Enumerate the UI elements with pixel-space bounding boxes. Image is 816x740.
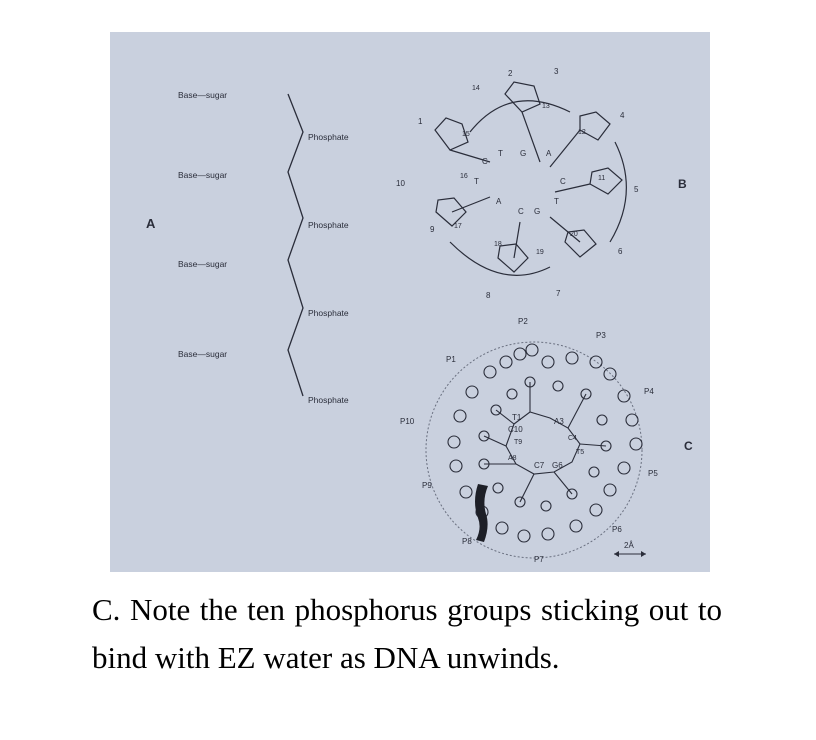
svg-text:6: 6 (618, 247, 623, 256)
svg-text:C: C (560, 177, 566, 186)
svg-text:P2: P2 (518, 317, 528, 326)
svg-text:P7: P7 (534, 555, 544, 564)
svg-text:12: 12 (578, 129, 586, 136)
svg-text:P10: P10 (400, 417, 415, 426)
svg-text:11: 11 (598, 175, 605, 182)
svg-text:17: 17 (454, 223, 462, 230)
inner-labels: T1 A3 C10 T9 C4 T5 A8 C7 G6 (508, 413, 584, 470)
base-sugar-label: Base—sugar (178, 259, 227, 269)
base-sugar-label: Base—sugar (178, 349, 227, 359)
svg-text:A8: A8 (508, 455, 517, 462)
svg-text:7: 7 (556, 289, 561, 298)
outer-ring (425, 341, 643, 559)
svg-text:14: 14 (472, 85, 480, 92)
svg-text:5: 5 (634, 185, 639, 194)
svg-text:P1: P1 (446, 355, 456, 364)
svg-text:18: 18 (494, 241, 502, 248)
helix-wheel (434, 81, 627, 276)
svg-text:2Å: 2Å (624, 541, 634, 550)
helix-numbers: 1 2 3 4 5 6 7 8 9 10 11 12 13 14 15 16 1… (396, 67, 639, 300)
svg-text:T: T (474, 177, 479, 186)
phosphate-label: Phosphate (308, 132, 349, 142)
svg-text:19: 19 (536, 249, 544, 256)
svg-text:9: 9 (430, 225, 435, 234)
svg-text:4: 4 (620, 111, 625, 120)
svg-text:13: 13 (542, 103, 550, 110)
base-sugar-label: Base—sugar (178, 90, 227, 100)
svg-text:P5: P5 (648, 469, 658, 478)
base-sugar-label: Base—sugar (178, 170, 227, 180)
phosphate-label: Phosphate (308, 395, 349, 405)
svg-text:C7: C7 (534, 461, 545, 470)
dark-strand (475, 484, 488, 542)
svg-text:20: 20 (570, 231, 578, 238)
svg-text:A: A (496, 197, 502, 206)
svg-text:P4: P4 (644, 387, 654, 396)
svg-text:C10: C10 (508, 425, 523, 434)
svg-text:A3: A3 (554, 417, 564, 426)
scale-bar: 2Å (614, 541, 646, 557)
svg-text:C: C (518, 207, 524, 216)
svg-text:3: 3 (554, 67, 559, 76)
panel-c-label: C (684, 439, 693, 453)
backbone-zigzag (287, 93, 304, 397)
svg-text:G: G (534, 207, 540, 216)
phosphate-label: Phosphate (308, 220, 349, 230)
svg-text:T5: T5 (576, 449, 584, 456)
svg-text:1: 1 (418, 117, 423, 126)
svg-text:P8: P8 (462, 537, 472, 546)
svg-text:16: 16 (460, 173, 468, 180)
svg-text:A: A (546, 149, 552, 158)
svg-text:P6: P6 (612, 525, 622, 534)
svg-text:2: 2 (508, 69, 513, 78)
svg-text:P3: P3 (596, 331, 606, 340)
panel-a-label: A (146, 216, 156, 231)
svg-text:T: T (498, 149, 503, 158)
svg-text:T1: T1 (512, 413, 522, 422)
figure-caption: C. Note the ten phosphorus groups sticki… (92, 592, 722, 675)
svg-text:15: 15 (462, 131, 470, 138)
svg-text:G6: G6 (552, 461, 563, 470)
svg-text:8: 8 (486, 291, 491, 300)
svg-text:T: T (554, 197, 559, 206)
panel-b-label: B (678, 177, 687, 191)
svg-text:G: G (520, 149, 526, 158)
svg-text:10: 10 (396, 179, 405, 188)
phosphate-labels: P1 P2 P3 P4 P5 P6 P7 P8 P9 P10 (400, 317, 658, 564)
svg-text:C4: C4 (568, 435, 577, 442)
svg-text:P9: P9 (422, 481, 432, 490)
helix-bases: T G A C C T A C G T (474, 149, 566, 216)
svg-text:C: C (482, 157, 488, 166)
dna-figure: A Base—sugar Base—sugar Base—sugar Base—… (110, 32, 710, 572)
phosphate-label: Phosphate (308, 308, 349, 318)
svg-text:T9: T9 (514, 439, 522, 446)
